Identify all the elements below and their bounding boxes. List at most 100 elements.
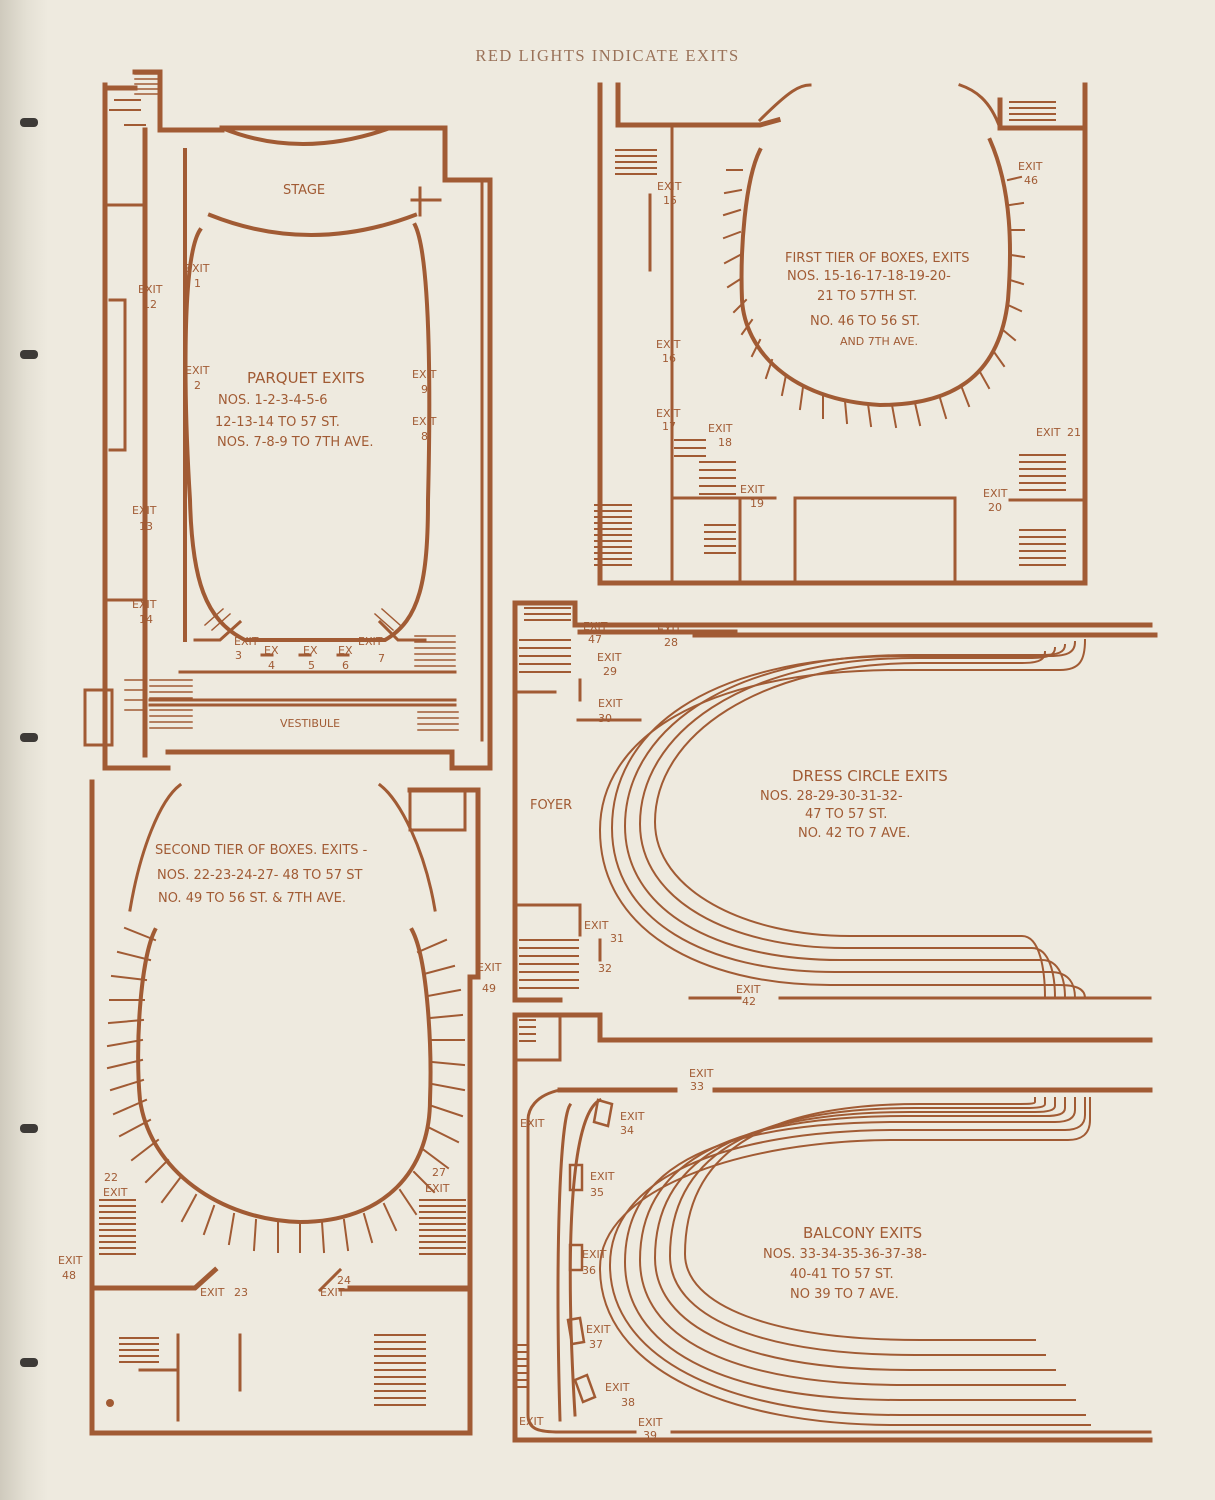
dress-circle-note-1: Nos. 28-29-30-31-32- <box>760 789 903 804</box>
parquet-note-3: Nos. 7-8-9 To 7th Ave. <box>217 435 374 450</box>
exit-number: 24 <box>337 1274 351 1287</box>
foyer-label: Foyer <box>530 798 572 813</box>
exit-number: 27 <box>432 1166 446 1179</box>
exit-label: Exit <box>590 1170 615 1183</box>
first-tier-box-dividers <box>594 101 1066 566</box>
exit-number: 20 <box>988 501 1002 514</box>
exit-number: 16 <box>662 352 676 365</box>
balcony-plan <box>512 1012 1153 1443</box>
exit-number: 19 <box>750 497 764 510</box>
balcony-box-markers <box>566 1098 614 1404</box>
exit-label: Exit <box>519 1415 544 1428</box>
binding-stitch <box>20 118 38 127</box>
balcony-note-3: No 39 To 7 Ave. <box>790 1287 899 1302</box>
exit-number: 29 <box>603 665 617 678</box>
exit-number: 1 <box>194 277 201 290</box>
exit-label: Exit <box>200 1286 225 1299</box>
binding-stitch <box>20 350 38 359</box>
exit-label: Exit <box>657 180 682 193</box>
exit-label: Exit <box>477 961 502 974</box>
first-tier-note-4: and 7th Ave. <box>840 335 918 348</box>
exit-number: 49 <box>482 982 496 995</box>
exit-label: Exit <box>185 364 210 377</box>
exit-label: Exit <box>582 1248 607 1261</box>
dress-circle-note-3: No. 42 To 7 Ave. <box>798 826 910 841</box>
exit-label: Exit <box>736 983 761 996</box>
exit-number: 9 <box>421 383 428 396</box>
exit-number: 32 <box>598 962 612 975</box>
exit-label: Exit <box>583 620 608 633</box>
exit-number: 30 <box>598 712 612 725</box>
exit-label: Exit <box>1018 160 1043 173</box>
exit-number: 37 <box>589 1338 603 1351</box>
first-tier-note-1: Nos. 15-16-17-18-19-20- <box>787 269 951 284</box>
exit-number: 6 <box>342 659 349 672</box>
exit-number: 23 <box>234 1286 248 1299</box>
marker-dot <box>106 1399 114 1407</box>
exit-number: 38 <box>621 1396 635 1409</box>
exit-number: 12 <box>143 298 157 311</box>
binding-stitch <box>20 1124 38 1133</box>
exit-label: Exit <box>103 1186 128 1199</box>
exit-short-label: Ex <box>338 644 353 657</box>
second-tier-note-1: Nos. 22-23-24-27- 48 To 57 St <box>157 868 362 883</box>
exit-label: Exit <box>185 262 210 275</box>
exit-number: 5 <box>308 659 315 672</box>
exit-number: 36 <box>582 1264 596 1277</box>
exit-label: Exit <box>320 1286 345 1299</box>
binding-stitch <box>20 1358 38 1367</box>
parquet-stairs <box>124 73 459 731</box>
exit-label: Exit <box>1036 426 1061 439</box>
exit-label: Exit <box>620 1110 645 1123</box>
exit-number: 13 <box>139 520 153 533</box>
exit-label: Exit <box>132 504 157 517</box>
balcony-title: Balcony Exits <box>803 1224 922 1242</box>
dress-circle-title: Dress Circle Exits <box>792 767 948 785</box>
exit-label: Exit <box>740 483 765 496</box>
exit-number: 47 <box>588 633 602 646</box>
exit-label: Exit <box>656 407 681 420</box>
exit-label: Exit <box>412 415 437 428</box>
binding-stitch <box>20 733 38 742</box>
exit-label: Exit <box>657 623 682 636</box>
exit-number: 31 <box>610 932 624 945</box>
exit-number: 4 <box>268 659 275 672</box>
parquet-title: Parquet Exits <box>247 369 365 387</box>
exit-number: 7 <box>378 652 385 665</box>
exit-label: Exit <box>520 1117 545 1130</box>
exit-short-label: Ex <box>264 644 279 657</box>
balcony-note-1: Nos. 33-34-35-36-37-38- <box>763 1247 927 1262</box>
exit-number: 3 <box>235 649 242 662</box>
parquet-plan <box>83 69 493 771</box>
exit-number: 22 <box>104 1171 118 1184</box>
exit-number: 14 <box>139 613 153 626</box>
exit-label: Exit <box>584 919 609 932</box>
exit-label: Exit <box>605 1381 630 1394</box>
exit-label: Exit <box>689 1067 714 1080</box>
exit-short-label: Ex <box>303 644 318 657</box>
exit-label: Exit <box>586 1323 611 1336</box>
parquet-note-2: 12-13-14 To 57 St. <box>215 415 340 430</box>
second-tier-box-dividers <box>99 926 466 1406</box>
exit-label: Exit <box>138 283 163 296</box>
vestibule-label: Vestibule <box>280 717 340 730</box>
first-tier-note-2: 21 To 57th St. <box>817 289 917 304</box>
balcony-note-2: 40-41 To 57 St. <box>790 1267 894 1282</box>
dress-circle-note-2: 47 To 57 St. <box>805 807 887 822</box>
balcony-rows <box>514 1019 1091 1426</box>
exit-label: Exit <box>983 487 1008 500</box>
exit-number: 17 <box>662 420 676 433</box>
binding-spine <box>0 0 48 1500</box>
second-tier-title: Second Tier of Boxes. Exits - <box>155 843 368 858</box>
dress-circle-plan <box>512 600 1158 1003</box>
exit-label: Exit <box>597 651 622 664</box>
exit-label: Exit <box>638 1416 663 1429</box>
exit-label: Exit <box>58 1254 83 1267</box>
exit-number: 35 <box>590 1186 604 1199</box>
stage-label: Stage <box>283 183 325 198</box>
dress-circle-rows <box>519 607 1087 1000</box>
exit-label: Exit <box>656 338 681 351</box>
first-tier-note-3: No. 46 To 56 St. <box>810 314 920 329</box>
page-header: RED LIGHTS INDICATE EXITS <box>475 46 740 65</box>
